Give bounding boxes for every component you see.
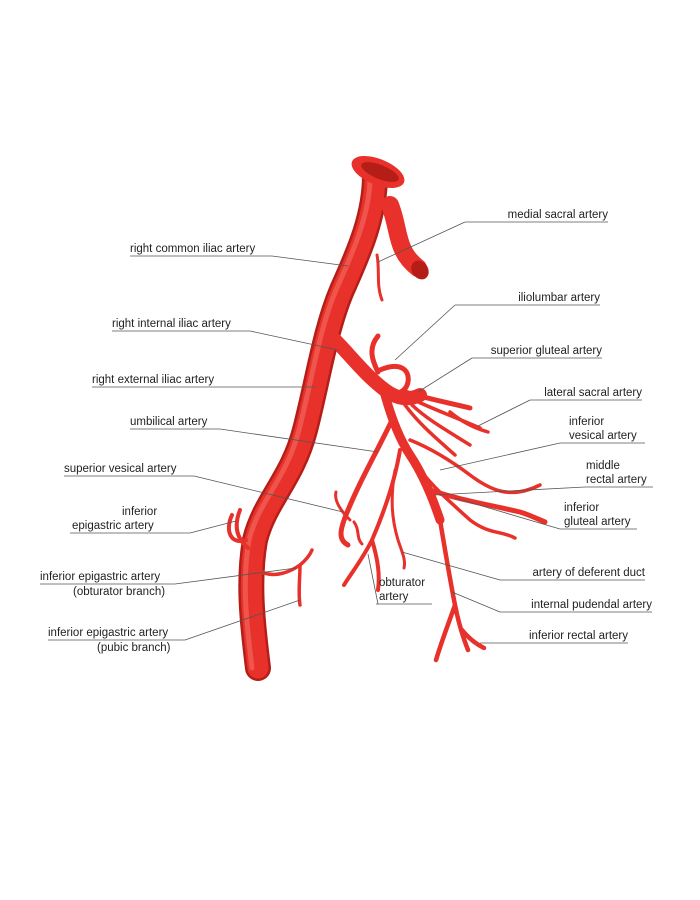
deferent-duct-vessel — [390, 468, 406, 570]
leader-middle-rectal-pointer — [433, 486, 586, 496]
label-epigastric-obturator-line2: (obturator branch) — [73, 586, 165, 598]
leader-lines — [40, 221, 653, 644]
label-lateral-sacral: lateral sacral artery — [544, 387, 642, 399]
label-middle-rectal-line1: middle — [586, 460, 620, 472]
label-right-external-iliac: right external iliac artery — [92, 374, 214, 386]
label-inferior-rectal: inferior rectal artery — [529, 630, 628, 642]
umbilical-vessel — [338, 417, 395, 548]
label-iliolumbar: iliolumbar artery — [518, 292, 600, 304]
iliac-artery-tree — [226, 156, 548, 681]
leader-right-internal-iliac-pointer — [249, 330, 339, 351]
label-epigastric-pubic-line1: inferior epigastric artery — [48, 627, 168, 639]
inferior-epigastric-vessel — [226, 508, 250, 550]
leader-superior-gluteal-pointer — [417, 357, 473, 393]
label-inferior-gluteal-line2: gluteal artery — [564, 516, 631, 528]
leader-inferior-vesical-pointer — [439, 442, 561, 471]
label-inferior-vesical-line1: inferior — [569, 416, 604, 428]
label-superior-gluteal: superior gluteal artery — [491, 345, 602, 357]
label-epigastric-obturator-line1: inferior epigastric artery — [40, 571, 160, 583]
label-right-common-iliac: right common iliac artery — [130, 243, 256, 255]
label-right-internal-iliac: right internal iliac artery — [112, 318, 231, 330]
label-inferior-vesical-line2: vesical artery — [569, 430, 637, 442]
leader-internal-pudendal-pointer — [451, 591, 501, 613]
label-obturator-line1: obturator — [379, 577, 425, 589]
leader-iliolumbar-pointer — [394, 304, 456, 361]
label-deferent-duct: artery of deferent duct — [532, 567, 645, 579]
medial-sacral-vessel — [375, 253, 384, 302]
internal-pudendal-vessel — [433, 517, 487, 663]
label-inferior-epigastric-line2: epigastric artery — [72, 520, 154, 532]
label-epigastric-pubic-line2: (pubic branch) — [97, 642, 171, 654]
label-inferior-epigastric-line1: inferior — [122, 506, 157, 518]
leader-deferent-duct-pointer — [401, 551, 501, 581]
leader-epigastric-pubic-pointer — [184, 599, 301, 641]
lateral-sacral-vessels — [403, 396, 490, 457]
label-umbilical: umbilical artery — [130, 416, 208, 428]
leader-inferior-epigastric-pointer — [189, 520, 237, 534]
superior-gluteal-vessel — [402, 389, 473, 411]
label-internal-pudendal: internal pudendal artery — [531, 599, 652, 611]
leader-medial-sacral-pointer — [377, 221, 466, 263]
inferior-vesical-vessel — [408, 438, 542, 495]
label-medial-sacral: medial sacral artery — [508, 209, 609, 221]
anterior-division-vessel — [380, 390, 445, 525]
label-obturator-line2: artery — [379, 591, 409, 603]
label-superior-vesical: superior vesical artery — [64, 463, 177, 475]
external-iliac-trunk-highlight — [242, 177, 373, 671]
left-iliac-cut-end — [411, 260, 429, 280]
leader-lateral-sacral-pointer — [477, 399, 531, 427]
external-iliac-trunk — [240, 164, 386, 679]
leader-umbilical-pointer — [219, 428, 379, 453]
label-middle-rectal-line2: rectal artery — [586, 474, 647, 486]
iliolumbar-vessel — [369, 333, 411, 397]
leader-epigastric-obturator-pointer — [174, 567, 297, 585]
left-common-iliac-stump — [381, 196, 427, 277]
label-inferior-gluteal-line1: inferior — [564, 502, 599, 514]
aorta-lumen — [361, 162, 399, 182]
leader-obturator-pointer — [367, 553, 379, 605]
obturator-vessel — [342, 448, 402, 592]
leader-superior-vesical-pointer — [193, 475, 344, 513]
leader-inferior-gluteal-pointer — [454, 497, 561, 530]
labels: medial sacral artery right common iliac … — [40, 209, 652, 654]
inferior-gluteal-vessel — [427, 487, 548, 525]
leader-right-common-iliac-pointer — [271, 255, 349, 267]
middle-rectal-vessel — [418, 468, 517, 540]
epigastric-obturator-vessel — [260, 548, 314, 607]
superior-vesical-vessels — [334, 490, 364, 546]
